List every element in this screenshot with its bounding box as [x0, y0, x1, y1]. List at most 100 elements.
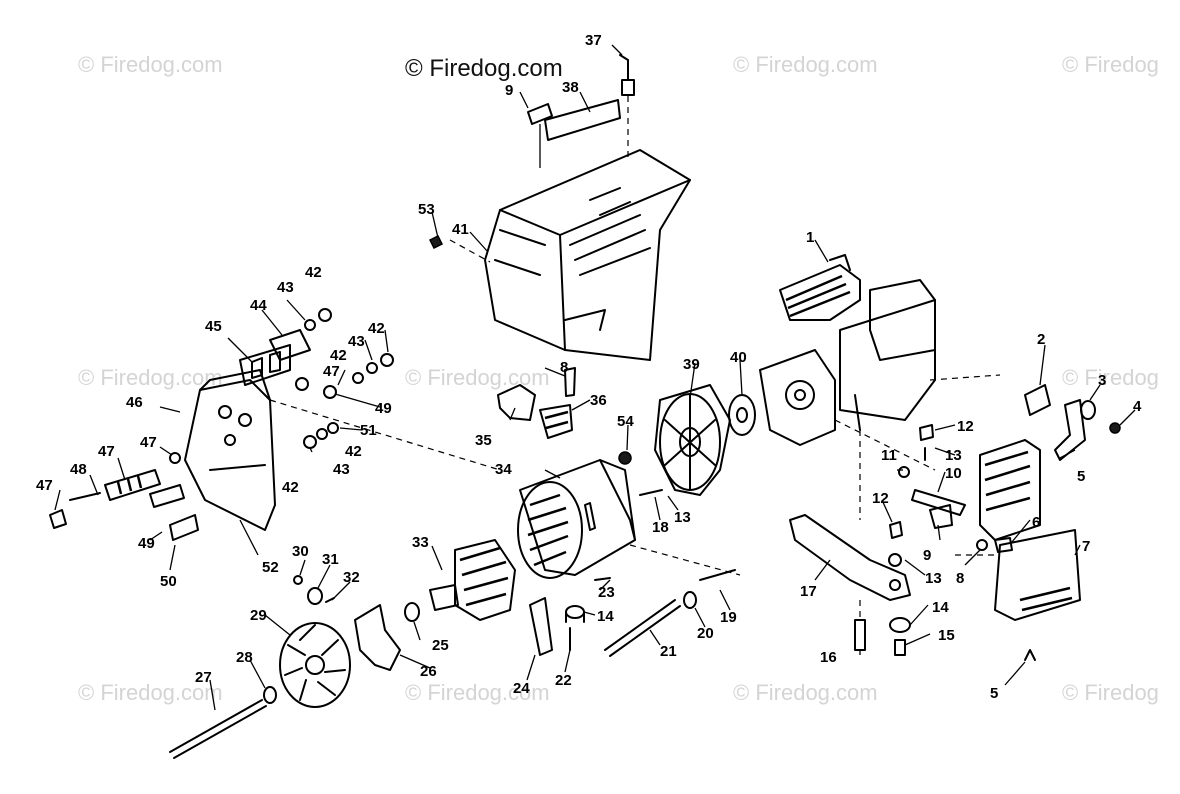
nuts-washers: [169, 308, 394, 464]
base-bracket: [789, 514, 911, 601]
callout-25: 25: [432, 637, 449, 654]
watermark-faint: © Firedog.com: [78, 52, 223, 77]
callout-27: 27: [195, 669, 212, 686]
callout-50: 50: [160, 573, 177, 590]
callout-48: 48: [70, 461, 87, 478]
watermark-faint: © Firedog: [1062, 52, 1159, 77]
parts-layer: [49, 54, 1121, 759]
callout-14: 14: [597, 608, 614, 625]
callout-26: 26: [420, 663, 437, 680]
callout-15: 15: [938, 627, 955, 644]
callout-4: 4: [1133, 398, 1142, 415]
watermark-faint: © Firedog.com: [405, 365, 550, 390]
callout-47: 47: [98, 443, 115, 460]
callout-23: 23: [598, 584, 615, 601]
callout-13: 13: [925, 570, 942, 587]
callout-2: 2: [1037, 331, 1045, 348]
callout-52: 52: [262, 559, 279, 576]
callout-49: 49: [375, 400, 392, 417]
terminal-studs: [49, 469, 199, 541]
callout-3: 3: [1098, 372, 1106, 389]
callout-51: 51: [360, 422, 377, 439]
stator-housing: [517, 459, 636, 579]
brush-holder: [497, 384, 573, 439]
callout-21: 21: [660, 643, 677, 660]
callout-37: 37: [585, 32, 602, 49]
muffler-hardware: [889, 424, 1013, 553]
watermark-faint: © Firedog: [1062, 365, 1159, 390]
callout-49: 49: [138, 535, 155, 552]
callout-14: 14: [932, 599, 949, 616]
callout-42: 42: [305, 264, 322, 281]
callout-19: 19: [720, 609, 737, 626]
callout-9: 9: [923, 547, 931, 564]
callout-16: 16: [820, 649, 837, 666]
callout-1: 1: [806, 229, 814, 246]
callout-8: 8: [560, 359, 568, 376]
fan: [279, 604, 401, 708]
callout-29: 29: [250, 607, 267, 624]
watermark-faint: © Firedog.com: [405, 680, 550, 705]
rotor: [429, 539, 516, 621]
top-bracket-fasteners: [527, 54, 635, 168]
bottom-fasteners: [854, 600, 911, 656]
callout-31: 31: [322, 551, 339, 568]
callout-47: 47: [323, 363, 340, 380]
callout-24: 24: [513, 680, 530, 697]
watermark-faint: © Firedog.com: [733, 680, 878, 705]
support-bracket: [529, 597, 553, 656]
callout-17: 17: [800, 583, 817, 600]
callout-40: 40: [730, 349, 747, 366]
callout-43: 43: [277, 279, 294, 296]
callout-18: 18: [652, 519, 669, 536]
small-hardware: [293, 367, 632, 622]
callout-33: 33: [412, 534, 429, 551]
through-bolt: [169, 686, 277, 759]
callout-41: 41: [452, 221, 469, 238]
callout-47: 47: [36, 477, 53, 494]
callout-44: 44: [250, 297, 267, 314]
callout-12: 12: [957, 418, 974, 435]
leader-lines: [54, 44, 1136, 711]
callout-42: 42: [282, 479, 299, 496]
muffler-assembly: [979, 384, 1121, 661]
callout-39: 39: [683, 356, 700, 373]
callout-42: 42: [330, 347, 347, 364]
callout-53: 53: [418, 201, 435, 218]
callout-labels: 37 9 38 53 41 1 42 43 44 42 45 43 42 47 …: [36, 32, 1142, 702]
callout-42: 42: [368, 320, 385, 337]
long-bolt: [604, 599, 681, 657]
callout-45: 45: [205, 318, 222, 335]
watermark-faint: © Firedog.com: [78, 365, 223, 390]
assembly-lines: [269, 239, 1000, 576]
watermark-layer: © Firedog.com © Firedog.com © Firedog © …: [78, 52, 1159, 705]
callout-42: 42: [345, 443, 362, 460]
callout-38: 38: [562, 79, 579, 96]
callout-9: 9: [505, 82, 513, 99]
end-plate: [184, 329, 311, 531]
callout-46: 46: [126, 394, 143, 411]
callout-35: 35: [475, 432, 492, 449]
callout-13: 13: [945, 447, 962, 464]
callout-32: 32: [343, 569, 360, 586]
callout-13: 13: [674, 509, 691, 526]
callout-43: 43: [333, 461, 350, 478]
callout-54: 54: [617, 413, 634, 430]
callout-10: 10: [945, 465, 962, 482]
callout-5: 5: [990, 685, 998, 702]
callout-47: 47: [140, 434, 157, 451]
callout-30: 30: [292, 543, 309, 560]
callout-20: 20: [697, 625, 714, 642]
watermark-faint: © Firedog.com: [733, 52, 878, 77]
end-bell: [654, 384, 756, 496]
callout-43: 43: [348, 333, 365, 350]
callout-8: 8: [956, 570, 964, 587]
callout-7: 7: [1082, 538, 1090, 555]
engine: [759, 254, 1001, 520]
watermark-main: © Firedog.com: [405, 55, 563, 82]
watermark-faint: © Firedog: [1062, 680, 1159, 705]
watermark-faint: © Firedog.com: [78, 680, 223, 705]
callout-28: 28: [236, 649, 253, 666]
callout-5: 5: [1077, 468, 1085, 485]
callout-34: 34: [495, 461, 512, 478]
